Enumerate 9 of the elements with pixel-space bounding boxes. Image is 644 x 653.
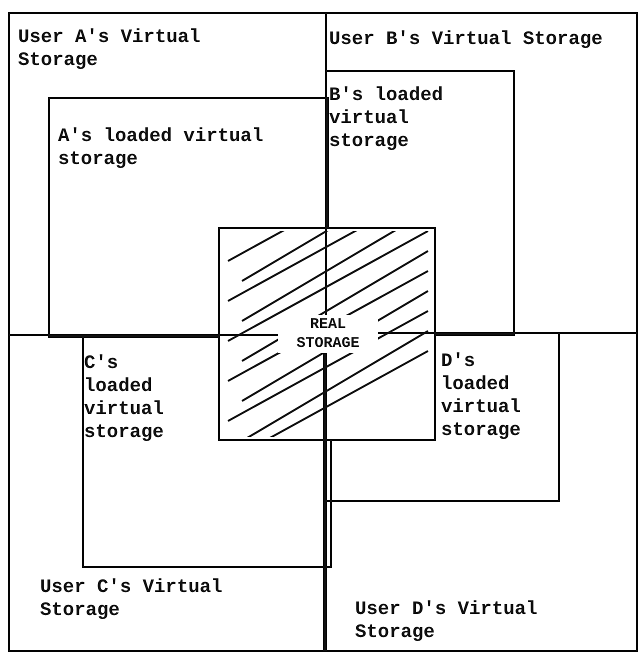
box-label: REAL STORAGE bbox=[278, 315, 378, 353]
box-label: User C's Virtual Storage bbox=[40, 576, 224, 622]
box-label: C's loaded virtual storage bbox=[84, 352, 165, 444]
box-label: User D's Virtual Storage bbox=[355, 598, 538, 644]
box-label: D's loaded virtual storage bbox=[441, 350, 522, 442]
box-label: A's loaded virtual storage bbox=[58, 125, 264, 171]
box-label: B's loaded virtual storage bbox=[329, 84, 444, 153]
box-label: User A's Virtual Storage bbox=[18, 26, 202, 72]
box-label: User B's Virtual Storage bbox=[329, 28, 604, 51]
